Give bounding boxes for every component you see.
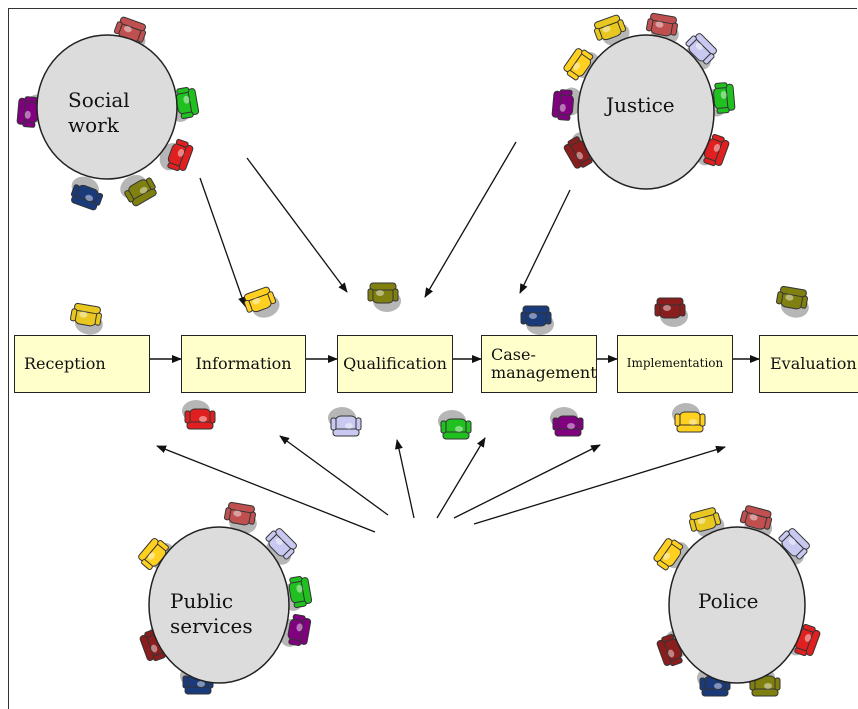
chair-icon [327,406,362,437]
arrow-justice-to-casemanagement [519,189,571,294]
influence-arrows [156,141,726,533]
process-box-evaluation: Evaluation [759,335,858,393]
process-box-information: Information [181,335,306,393]
process-label-implementation: Implementation [626,356,724,371]
process-label-reception: Reception [24,353,106,373]
process-label-qualification: Qualification [343,353,447,373]
arrow-public-to-implementation [453,444,601,519]
arrow-social-to-qualification [246,157,348,293]
chair-icon [181,399,216,430]
table-label-social-work-line1: Social [68,88,130,112]
chair-icon [367,282,402,313]
table-label-justice-text: Justice [606,93,675,117]
arrow-social-to-information [199,177,246,307]
table-social-work [36,34,178,180]
arrow-public-to-evaluation [473,445,726,525]
chair-icon [67,302,107,338]
process-box-reception: Reception [14,335,150,393]
table-label-social-work-line2: work [68,113,119,137]
chair-icon [437,409,472,440]
arrow-public-to-reception [156,445,376,533]
process-box-case-management: Case-management [481,335,597,393]
arrow-justice-to-qualification [424,141,517,298]
chair-icon [241,284,284,324]
table-justice [577,34,715,190]
arrow-public-to-qualification [395,439,415,519]
process-label-evaluation: Evaluation [770,353,857,373]
table-label-police-text: Police [698,589,759,613]
chair-icon [520,305,555,336]
arrow-public-to-information [279,435,389,516]
table-label-social-work: Social work [68,88,130,138]
chair-icon [654,297,689,328]
process-box-implementation: Implementation [617,335,733,393]
table-label-public-services-line1: Public [170,589,234,613]
table-label-justice: Justice [606,93,675,118]
round-tables [36,34,806,684]
process-box-qualification: Qualification [337,335,453,393]
table-public-services [148,526,290,684]
arrow-public-to-casemanagement [436,437,486,519]
table-police [668,526,806,684]
diagram-frame [8,8,857,709]
table-label-public-services: Public services [170,589,253,639]
chair-icon [549,406,584,437]
chair-icon [671,402,706,433]
process-label-information: Information [195,353,292,373]
table-label-police: Police [698,589,759,614]
table-label-public-services-line2: services [170,614,253,638]
chair-icon [773,285,813,321]
process-label-case-management: Case-management [491,344,597,382]
